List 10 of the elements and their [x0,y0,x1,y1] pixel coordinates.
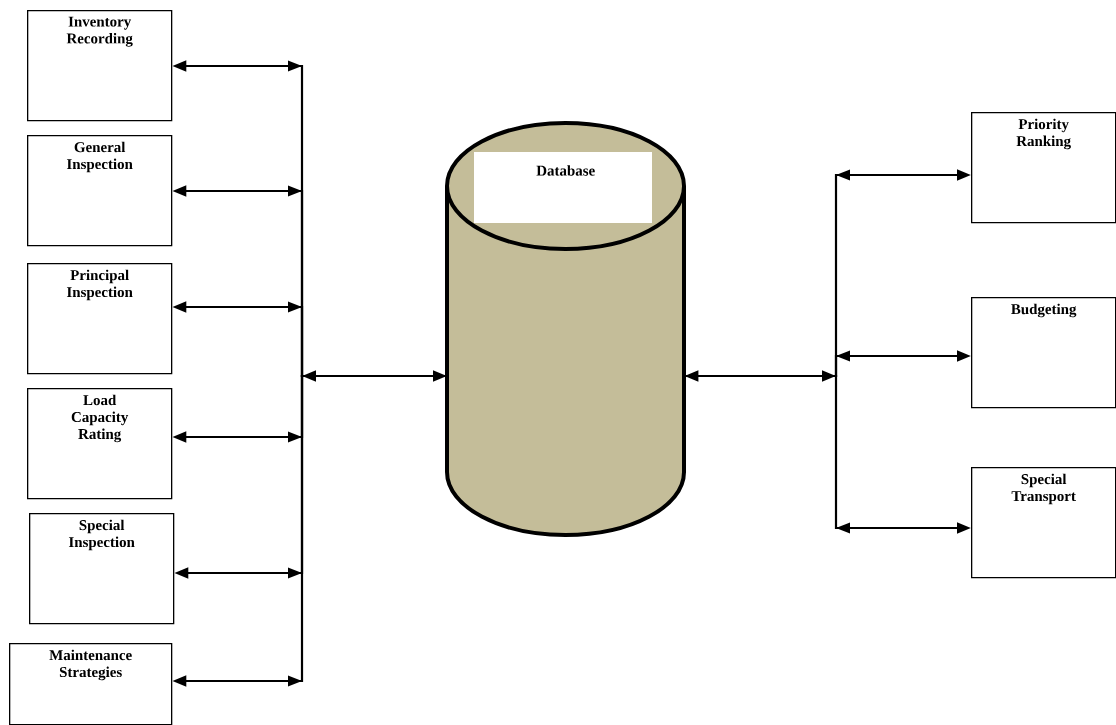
process-box: Priority Ranking [971,112,1116,224]
process-box: Budgeting [971,297,1116,409]
process-box: Special Transport [971,467,1116,579]
database-cylinder: Database [445,121,686,537]
process-box: Principal Inspection [27,263,173,375]
process-box: Inventory Recording [27,10,173,122]
process-box: Load Capacity Rating [27,388,173,500]
process-box: Special Inspection [29,513,175,625]
process-box: Maintenance Strategies [9,643,173,725]
process-box: General Inspection [27,135,173,247]
